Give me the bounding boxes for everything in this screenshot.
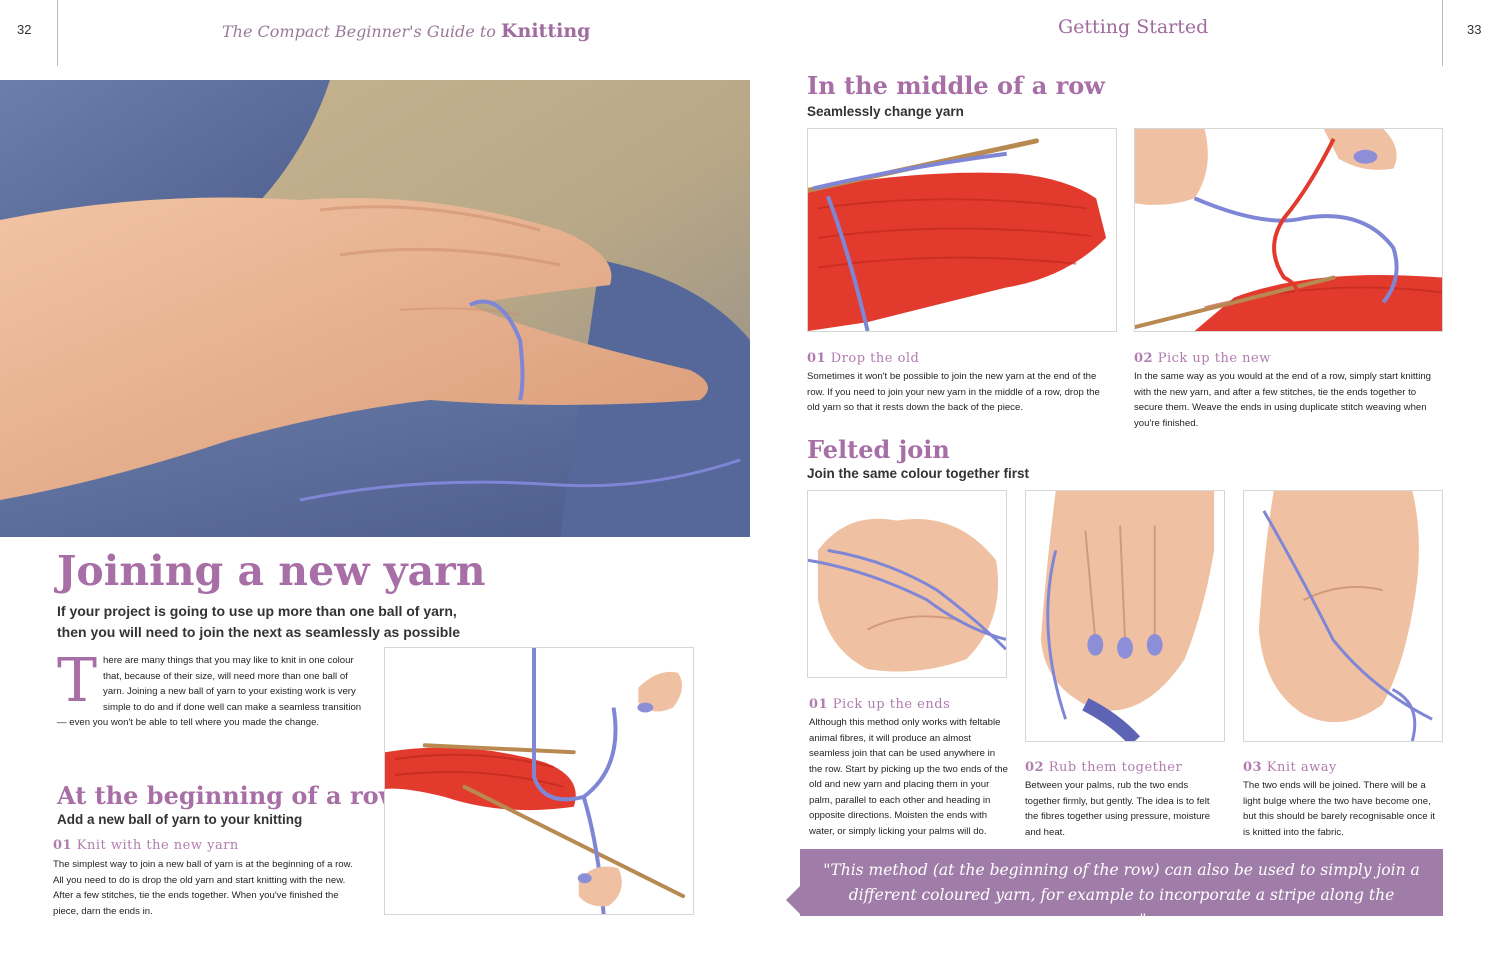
- felted-step-2-text: Between your palms, rub the two ends tog…: [1025, 780, 1211, 838]
- step-title: Knit away: [1266, 760, 1337, 775]
- right-page-number: 33: [1467, 22, 1482, 37]
- intro-paragraph: T here are many things that you may like…: [57, 646, 362, 731]
- left-page-number: 32: [17, 22, 32, 37]
- felted-step-3-photo: [1243, 490, 1443, 742]
- felted-step-1-heading: 01 Pick up the ends: [809, 697, 950, 712]
- pull-quote-tab: [786, 884, 802, 916]
- step-title: Pick up the ends: [832, 697, 951, 712]
- hero-photo-hands: [0, 80, 750, 537]
- pull-quote-line-1: "This method (at the beginning of the ro…: [823, 861, 1420, 879]
- felted-subheading: Join the same colour together first: [807, 466, 1030, 481]
- standfirst-line-1: If your project is going to use up more …: [57, 603, 457, 619]
- step-number: 01: [53, 838, 73, 853]
- pull-quote-line-2: different coloured yarn, for example to …: [848, 886, 1395, 929]
- beginning-step-text: The simplest way to join a new ball of y…: [53, 859, 353, 917]
- step-title: Drop the old: [830, 351, 920, 366]
- felted-step-1-photo: [807, 490, 1007, 678]
- standfirst-line-2: then you will need to join the next as s…: [57, 624, 461, 640]
- book-title-strong: Knitting: [501, 20, 591, 42]
- middle-step-2-text: In the same way as you would at the end …: [1134, 371, 1432, 429]
- running-header-section: Getting Started: [1058, 16, 1209, 38]
- running-header-book-title: The Compact Beginner's Guide to Knitting: [222, 20, 590, 42]
- drop-cap: T: [57, 646, 98, 716]
- step-number: 02: [1025, 760, 1045, 775]
- standfirst: If your project is going to use up more …: [57, 601, 460, 643]
- beginning-subheading: Add a new ball of yarn to your knitting: [57, 812, 303, 827]
- step-title: Rub them together: [1048, 760, 1183, 775]
- pull-quote: "This method (at the beginning of the ro…: [800, 849, 1443, 929]
- felted-step-3-text: The two ends will be joined. There will …: [1243, 780, 1435, 838]
- right-header-divider: [1442, 0, 1443, 66]
- felted-heading: Felted join: [807, 435, 950, 464]
- middle-subheading: Seamlessly change yarn: [807, 104, 964, 119]
- step-number: 02: [1134, 351, 1154, 366]
- felted-step-1-text: Although this method only works with fel…: [809, 717, 1008, 837]
- felted-step-2-heading: 02 Rub them together: [1025, 760, 1182, 775]
- step-number: 03: [1243, 760, 1263, 775]
- book-title-prefix: The Compact Beginner's Guide to: [222, 22, 496, 41]
- middle-step-2-heading: 02 Pick up the new: [1134, 351, 1271, 366]
- step-number: 01: [809, 697, 829, 712]
- middle-step-1-text: Sometimes it won't be possible to join t…: [807, 371, 1100, 413]
- middle-step-2-photo: [1134, 128, 1443, 332]
- step-number: 01: [807, 351, 827, 366]
- beginning-step-heading: 01 Knit with the new yarn: [53, 838, 239, 853]
- beginning-heading: At the beginning of a row: [57, 781, 400, 810]
- middle-step-1-photo: [807, 128, 1117, 332]
- step-title: Knit with the new yarn: [76, 838, 239, 853]
- middle-step-1-heading: 01 Drop the old: [807, 351, 919, 366]
- left-header-divider: [57, 0, 58, 66]
- page-title: Joining a new yarn: [57, 547, 486, 595]
- intro-text: here are many things that you may like t…: [57, 655, 362, 728]
- felted-step-2-photo: [1025, 490, 1225, 742]
- felted-step-3-heading: 03 Knit away: [1243, 760, 1337, 775]
- step-title: Pick up the new: [1157, 351, 1271, 366]
- middle-heading: In the middle of a row: [807, 71, 1105, 100]
- beginning-row-photo: [384, 647, 694, 915]
